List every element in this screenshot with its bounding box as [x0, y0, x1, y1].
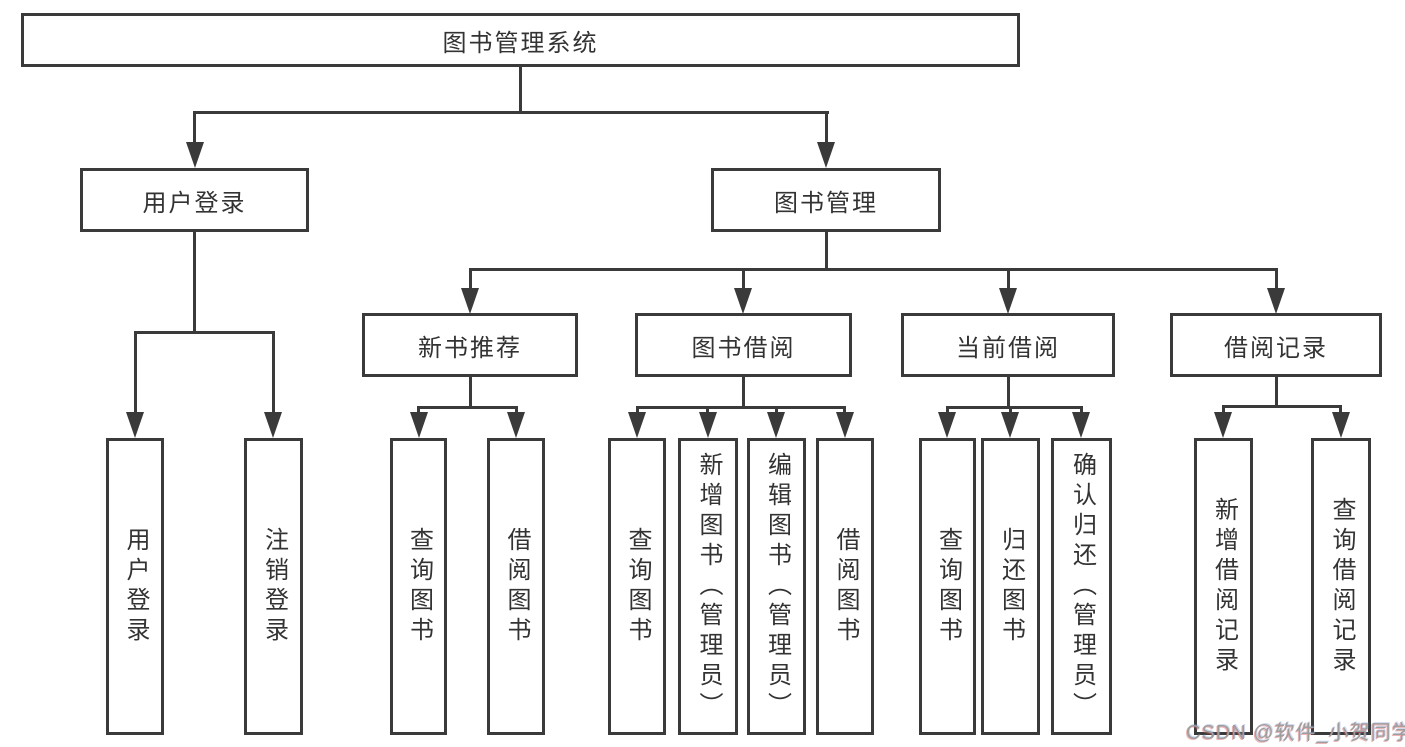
arrowhead-icon [1072, 412, 1090, 438]
arrowhead-icon [264, 412, 282, 438]
leaf-label: 借阅图书 [832, 526, 859, 647]
arrowhead-icon [734, 288, 752, 314]
connector-line [1007, 377, 1010, 409]
leaf-label: 新增图书（管理员） [695, 451, 722, 722]
leaf-label: 借阅图书 [503, 526, 530, 647]
node-label: 新书推荐 [418, 334, 522, 362]
leaf-return-book: 归还图书 [981, 438, 1040, 735]
leaf-label: 查询借阅记录 [1328, 496, 1355, 677]
node-borrow-record: 借阅记录 [1170, 313, 1382, 377]
arrowhead-icon [1332, 412, 1350, 438]
leaf-label: 查询图书 [934, 526, 962, 647]
leaf-user-login: 用户登录 [106, 438, 164, 735]
connector-line [193, 232, 196, 334]
leaf-add-book-admin: 新增图书（管理员） [678, 438, 738, 735]
leaf-query-book-current: 查询图书 [919, 438, 976, 735]
leaf-label: 查询图书 [624, 526, 651, 647]
leaf-borrow-book: 借阅图书 [816, 438, 874, 735]
leaf-label: 编辑图书（管理员） [763, 451, 791, 722]
node-current-borrow: 当前借阅 [901, 313, 1115, 377]
node-user-login: 用户登录 [80, 168, 309, 232]
leaf-logout: 注销登录 [244, 438, 303, 735]
arrowhead-icon [1267, 288, 1285, 314]
connector-line [1339, 405, 1342, 418]
arrowhead-icon [628, 412, 646, 438]
node-label: 图书管理系统 [442, 29, 599, 57]
leaf-label: 注销登录 [260, 526, 288, 647]
node-new-book-recommend: 新书推荐 [362, 313, 578, 377]
connector-line [742, 268, 745, 292]
arrowhead-icon [1214, 412, 1232, 438]
connector-line [1222, 405, 1225, 418]
leaf-label: 确认归还（管理员） [1068, 451, 1096, 722]
connector-line [469, 377, 472, 409]
connector-line [134, 331, 137, 415]
node-book-management: 图书管理 [711, 168, 941, 232]
arrowhead-icon [507, 412, 525, 438]
arrowhead-icon [410, 412, 428, 438]
node-label: 图书借阅 [691, 334, 796, 362]
arrowhead-icon [767, 412, 785, 438]
connector-line [636, 406, 846, 409]
arrowhead-icon [126, 412, 144, 438]
connector-line [825, 111, 828, 145]
leaf-label: 用户登录 [122, 526, 149, 647]
leaf-add-borrow-record: 新增借阅记录 [1194, 438, 1253, 735]
leaf-query-book-borrow: 查询图书 [608, 438, 666, 735]
leaf-label: 查询图书 [405, 526, 433, 647]
connector-line [825, 232, 828, 271]
arrowhead-icon [1001, 412, 1019, 438]
leaf-borrow-book-recommend: 借阅图书 [487, 438, 545, 735]
leaf-confirm-return-admin: 确认归还（管理员） [1051, 438, 1112, 735]
connector-line [519, 67, 522, 114]
connector-line [742, 377, 745, 409]
leaf-edit-book-admin: 编辑图书（管理员） [747, 438, 806, 735]
csdn-watermark: CSDN @软件_小贺同学 [1186, 722, 1405, 744]
connector-line [1222, 405, 1342, 408]
arrowhead-icon [461, 288, 479, 314]
leaf-query-book-recommend: 查询图书 [390, 438, 447, 735]
arrowhead-icon [186, 142, 204, 168]
connector-line [272, 331, 275, 415]
connector-line [1007, 268, 1010, 292]
arrowhead-icon [999, 288, 1017, 314]
leaf-label: 新增借阅记录 [1210, 496, 1238, 677]
connector-line [946, 406, 1083, 409]
node-library-system: 图书管理系统 [21, 13, 1020, 67]
node-label: 用户登录 [142, 189, 247, 217]
connector-line [1275, 377, 1278, 408]
connector-line [469, 268, 1278, 271]
leaf-label: 归还图书 [997, 526, 1025, 647]
arrowhead-icon [699, 412, 717, 438]
connector-line [469, 268, 472, 292]
arrowhead-icon [938, 412, 956, 438]
connector-line [134, 331, 275, 334]
connector-line [1275, 268, 1278, 292]
node-label: 当前借阅 [956, 334, 1060, 362]
node-book-borrow: 图书借阅 [635, 313, 852, 377]
connector-line [417, 406, 518, 409]
connector-line [193, 111, 829, 114]
arrowhead-icon [836, 412, 854, 438]
arrowhead-icon [817, 142, 835, 168]
node-label: 借阅记录 [1224, 334, 1328, 362]
leaf-query-borrow-record: 查询借阅记录 [1311, 438, 1371, 735]
node-label: 图书管理 [774, 189, 878, 217]
connector-line [193, 111, 196, 145]
